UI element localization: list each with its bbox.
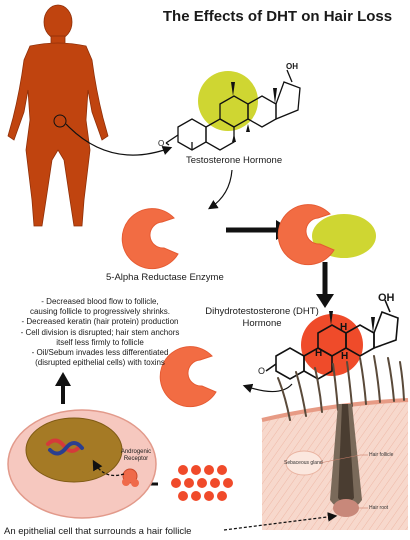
testosterone-highlight	[198, 71, 258, 131]
sebaceous-gland	[285, 450, 323, 476]
dht-h-atom-1: H	[340, 322, 348, 333]
testosterone-label: Testosterone Hormone	[186, 155, 283, 166]
effect-line: - Cell division is disrupted; hair stem …	[20, 327, 180, 337]
receptor-label-line2: Receptor	[123, 456, 149, 462]
enzyme-shape	[121, 208, 179, 270]
dht-label-line1: Dihydrotestosterone (DHT)	[205, 306, 319, 317]
dht-highlight	[301, 314, 363, 376]
dht-h-atom-3: H	[341, 351, 349, 362]
released-enzyme-shape	[159, 346, 217, 408]
diagram-title: The Effects of DHT on Hair Loss	[162, 8, 393, 25]
hair-follicle-label: Hair follicle	[369, 452, 394, 458]
dht-particles	[171, 465, 233, 501]
receptor-label-line1: Androgenic	[120, 449, 152, 455]
dht-release-arrow	[242, 383, 293, 393]
epithelial-cell	[7, 409, 157, 519]
effect-line: causing follicle to progressively shrink…	[29, 307, 171, 317]
body-to-testosterone-arrow	[65, 123, 173, 156]
hair-strands	[277, 355, 405, 421]
epithelial-cell-caption: An epithelial cell that surrounds a hair…	[4, 526, 192, 537]
effect-line: - Decreased keratin (hair protein) produ…	[21, 317, 179, 327]
hair-root-bulb	[333, 499, 359, 517]
testosterone-to-enzyme-arrow	[207, 169, 233, 210]
enzyme-label: 5-Alpha Reductase Enzyme	[106, 272, 224, 283]
dht-h-atom-2: H	[315, 348, 323, 359]
dna-strand	[46, 438, 84, 456]
testosterone-oh-label: OH	[286, 62, 298, 71]
dht-oh-label: OH	[378, 292, 395, 304]
dht-label-line2: Hormone	[242, 318, 282, 329]
effects-list: - Decreased blood flow to follicle, caus…	[0, 297, 200, 368]
epithelial-label-pointer	[223, 512, 338, 531]
effect-line: itself less firmly to follicle	[56, 337, 144, 347]
testosterone-o-label: O	[158, 139, 165, 148]
receptor-to-nucleus-arrow	[92, 459, 125, 477]
sebaceous-gland-label: Sebaceous gland	[284, 460, 323, 466]
scalp-cross-section	[261, 355, 409, 530]
enzyme-testosterone-complex	[277, 204, 376, 266]
hair-root-label: Hair root	[369, 505, 389, 511]
effect-line: - Decreased blood flow to follicle,	[41, 297, 159, 306]
testosterone-molecule	[165, 69, 301, 151]
dht-molecule	[265, 299, 399, 380]
groin-marker	[53, 114, 67, 128]
human-body-figure	[7, 4, 109, 227]
effect-line: (disrupted epithelial cells) with toxins	[35, 358, 165, 368]
dht-o-label: O	[258, 366, 266, 376]
effect-line: - Oil/Sebum invades less differentiated	[31, 348, 169, 358]
